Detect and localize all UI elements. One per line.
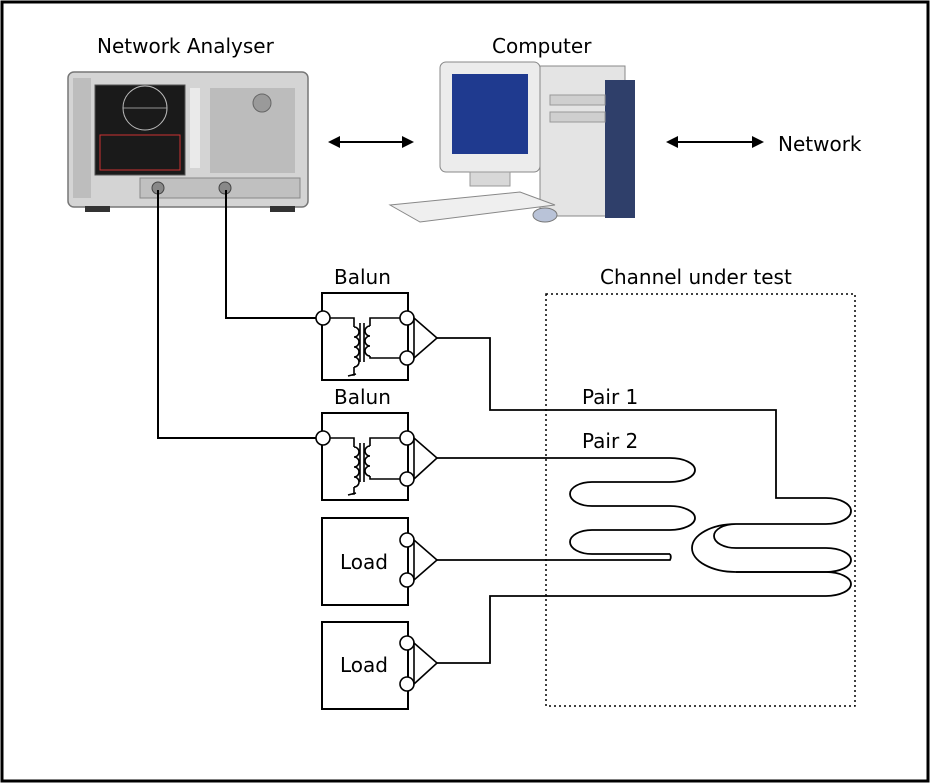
network-analyser-instrument xyxy=(67,71,309,212)
load-top-box xyxy=(321,517,409,606)
balun-bottom-transformer-icon xyxy=(315,430,439,496)
pair1-label: Pair 1 xyxy=(582,385,638,409)
computer-label: Computer xyxy=(492,34,592,58)
pair1-cable xyxy=(437,337,852,664)
pair2-label: Pair 2 xyxy=(582,429,638,453)
analyser-cables xyxy=(157,190,316,439)
balun-bottom-label: Balun xyxy=(334,385,391,409)
channel-under-test-box xyxy=(545,293,856,707)
balun-top-transformer-icon xyxy=(315,310,439,377)
computer-icon xyxy=(388,61,635,223)
load-bottom-label: Load xyxy=(340,653,388,677)
balun-bottom-box xyxy=(321,412,409,501)
balun-top-label: Balun xyxy=(334,265,391,289)
load-top-label: Load xyxy=(340,550,388,574)
network-label: Network xyxy=(778,132,862,156)
network-analyser-label: Network Analyser xyxy=(97,34,275,58)
load-bottom-box xyxy=(321,621,409,710)
balun-top-box xyxy=(321,292,409,381)
load-top-connector-icon xyxy=(399,532,439,588)
load-bottom-connector-icon xyxy=(399,635,439,692)
pair2-cable xyxy=(437,457,696,561)
channel-under-test-label: Channel under test xyxy=(600,265,792,289)
